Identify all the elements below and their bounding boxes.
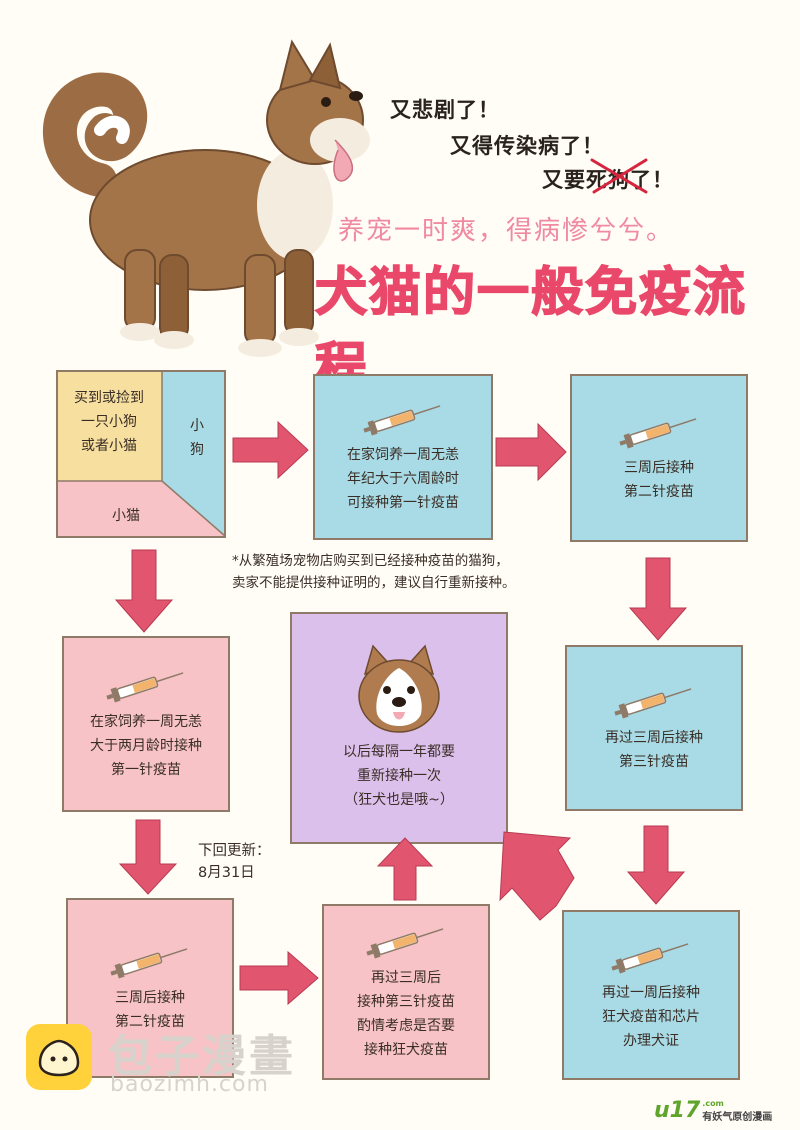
arrow-down-icon	[628, 557, 688, 641]
final-step-text: 以后每隔一年都要 重新接种一次 （狂犬也是哦~）	[343, 744, 455, 808]
start-question: 买到或捡到 一只小狗 或者小猫	[74, 390, 144, 454]
arrow-right-icon	[232, 420, 309, 480]
final-step-box: 以后每隔一年都要 重新接种一次 （狂犬也是哦~）	[290, 612, 508, 844]
watermark-url: baozimh.com	[110, 1072, 269, 1097]
syringe-icon	[366, 928, 444, 959]
syringe-icon	[106, 672, 184, 703]
dog-face-icon	[358, 644, 440, 733]
watermark-logo-icon	[26, 1024, 92, 1090]
start-box	[56, 370, 226, 538]
exclaim-prefix: 又要	[542, 168, 586, 192]
dog-step-3-box: 再过三周后接种 第三针疫苗	[565, 645, 743, 811]
footnote: *从繁殖场宠物店购买到已经接种疫苗的猫狗， 卖家不能提供接种证明的，建议自行重新…	[232, 553, 516, 591]
cat-step-3-text: 再过三周后 接种第三针疫苗 酌情考虑是否要 接种狂犬疫苗	[357, 970, 455, 1058]
dog-label: 小 狗	[190, 418, 204, 458]
arrow-down-icon	[114, 549, 174, 633]
brand-slogan: 有妖气原创漫画	[702, 1112, 773, 1123]
crossed-out-text: 死狗	[586, 168, 630, 192]
dog-step-4-box: 再过一周后接种 狂犬疫苗和芯片 办理犬证	[562, 910, 740, 1080]
syringe-icon	[110, 948, 188, 979]
brand-logo: u17 .com 有妖气原创漫画	[654, 1098, 772, 1123]
cat-label: 小猫	[112, 508, 140, 524]
arrow-right-icon	[495, 422, 567, 482]
cat-step-2-text: 三周后接种 第二针疫苗	[115, 990, 185, 1030]
brand-u17: u17	[654, 1098, 701, 1123]
dog-step-1-text: 在家饲养一周无恙 年纪大于六周龄时 可接种第一针疫苗	[347, 447, 459, 511]
shiba-dog-illustration	[43, 39, 370, 357]
next-update-note: 下回更新： 8月31日	[198, 843, 271, 881]
arrow-down-icon	[626, 825, 686, 905]
watermark-name: 包子漫畫	[108, 1031, 296, 1082]
dog-step-2-text: 三周后接种 第二针疫苗	[624, 460, 694, 500]
exclaim-line-2: 又得传染病了！	[450, 134, 604, 158]
cat-step-1-text: 在家饲养一周无恙 大于两月龄时接种 第一针疫苗	[90, 714, 202, 778]
exclaim-line-1: 又悲剧了！	[390, 98, 500, 122]
exclaim-line-3: 又要死狗了！	[542, 164, 674, 194]
arrow-up-icon	[376, 837, 434, 901]
arrow-diagonal-icon	[499, 831, 575, 921]
arrow-right-icon	[239, 950, 319, 1006]
syringe-icon	[614, 688, 692, 719]
dog-step-3-text: 再过三周后接种 第三针疫苗	[605, 730, 703, 770]
cat-step-3-box: 再过三周后 接种第三针疫苗 酌情考虑是否要 接种狂犬疫苗	[322, 904, 490, 1080]
subtitle: 养宠一时爽，得病惨兮兮。	[338, 216, 675, 246]
dog-step-2-box: 三周后接种 第二针疫苗	[570, 374, 748, 542]
syringe-icon	[363, 405, 441, 436]
syringe-icon	[619, 418, 697, 449]
arrow-down-icon	[118, 819, 178, 895]
cat-step-1-box: 在家饲养一周无恙 大于两月龄时接种 第一针疫苗	[62, 636, 230, 812]
brand-dot-com: .com	[702, 1099, 724, 1108]
dog-step-4-text: 再过一周后接种 狂犬疫苗和芯片 办理犬证	[602, 985, 700, 1049]
cat-step-2-box: 三周后接种 第二针疫苗	[66, 898, 234, 1078]
red-cross-mark-icon	[590, 158, 648, 194]
dog-step-1-box: 在家饲养一周无恙 年纪大于六周龄时 可接种第一针疫苗	[313, 374, 493, 540]
syringe-icon	[611, 943, 689, 974]
